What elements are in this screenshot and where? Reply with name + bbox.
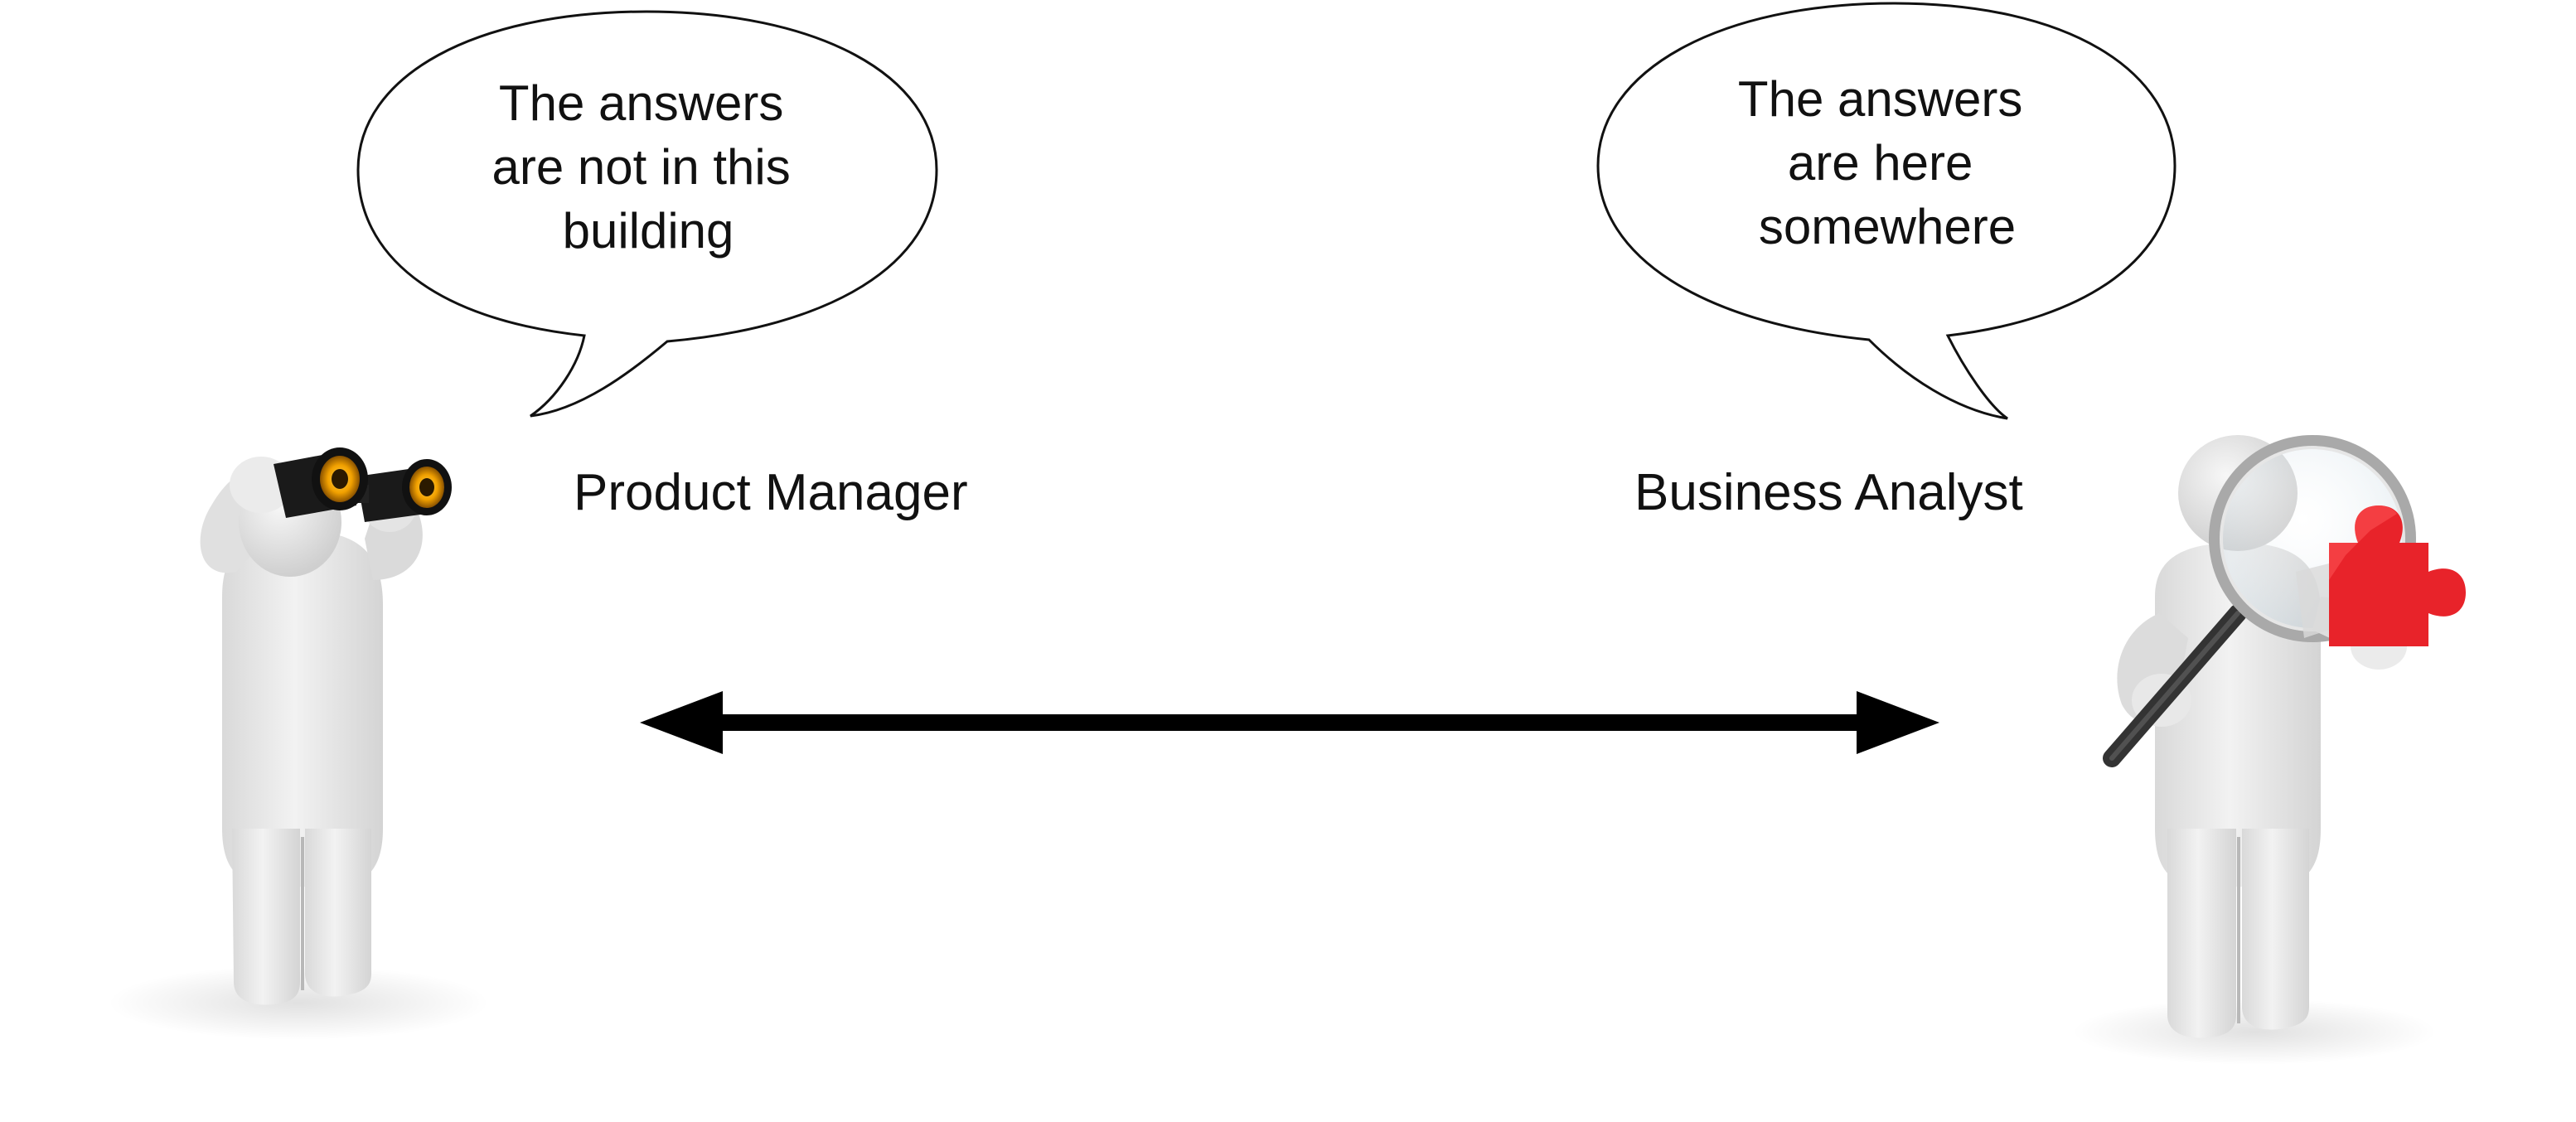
bubble-left-line-2: are not in this [492,139,791,195]
role-label-product-manager: Product Manager [574,464,968,521]
bubble-right-line-2: are here [1788,135,1973,191]
speech-bubble-right: The answers are here somewhere [1596,2,2177,420]
svg-text:The answers are here: The answers are here somewhere [1738,71,2036,254]
binoculars-icon [274,447,452,522]
puzzle-piece-icon [2296,505,2466,646]
double-headed-arrow [640,691,1939,754]
bubble-left-line-1: The answers [499,75,783,131]
product-manager-figure [108,447,489,1040]
bubble-right-line-1: The answers [1738,71,2022,127]
bubble-left-line-3: building [563,203,734,259]
bubble-right-line-3: somewhere [1759,199,2016,254]
svg-text:The answers are not in t: The answers are not in this building [492,75,805,259]
business-analyst-figure [2072,435,2466,1065]
role-label-business-analyst: Business Analyst [1634,464,2023,521]
speech-bubble-left: The answers are not in this building [356,10,938,418]
